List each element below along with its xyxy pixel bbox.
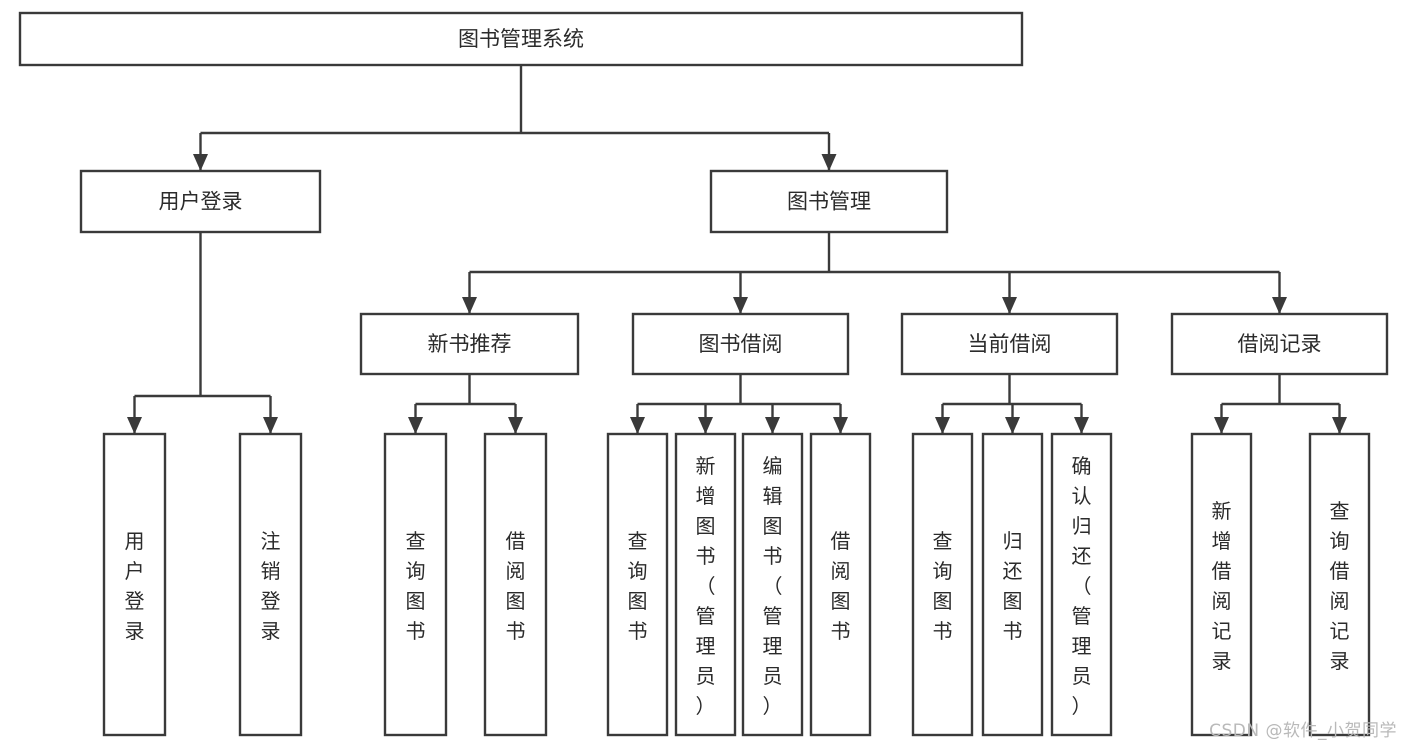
node-borrow-record[interactable]: 借阅记录 <box>1170 312 1389 376</box>
node-label-leaf-query-book-borrow: 查询图书 <box>628 529 648 643</box>
node-box-leaf-query-book-current[interactable] <box>911 432 974 737</box>
node-box-leaf-logout[interactable] <box>238 432 303 737</box>
node-label-leaf-query-book-recommend: 查询图书 <box>406 529 426 643</box>
node-box-leaf-user-login[interactable] <box>102 432 167 737</box>
arrow-head-icon <box>935 417 950 434</box>
node-leaf-confirm-return[interactable]: 确认归还（管理员） <box>1050 432 1113 737</box>
node-current-borrow[interactable]: 当前借阅 <box>900 312 1119 376</box>
arrow-head-icon <box>1074 417 1089 434</box>
node-box-root[interactable] <box>18 11 1024 67</box>
node-label-root: 图书管理系统 <box>458 27 584 51</box>
node-box-current-borrow[interactable] <box>900 312 1119 376</box>
node-label-book-borrow: 图书借阅 <box>699 332 783 356</box>
arrow-head-icon <box>1332 417 1347 434</box>
node-box-leaf-add-record[interactable] <box>1190 432 1253 737</box>
arrow-head-icon <box>630 417 645 434</box>
node-leaf-logout[interactable]: 注销登录 <box>238 432 303 737</box>
node-box-leaf-borrow-book[interactable] <box>809 432 872 737</box>
arrow-head-icon <box>833 417 848 434</box>
node-box-leaf-confirm-return[interactable] <box>1050 432 1113 737</box>
node-label-leaf-logout: 注销登录 <box>261 529 281 643</box>
arrow-head-icon <box>765 417 780 434</box>
arrow-head-icon <box>1214 417 1229 434</box>
node-leaf-add-record[interactable]: 新增借阅记录 <box>1190 432 1253 737</box>
node-leaf-user-login[interactable]: 用户登录 <box>102 432 167 737</box>
arrow-head-icon <box>462 297 477 314</box>
node-layer: 图书管理系统用户登录图书管理新书推荐图书借阅当前借阅借阅记录用户登录注销登录查询… <box>18 11 1389 737</box>
node-box-leaf-add-book[interactable] <box>674 432 737 737</box>
node-label-leaf-add-record: 新增借阅记录 <box>1212 499 1232 673</box>
arrow-head-icon <box>698 417 713 434</box>
node-leaf-return-book[interactable]: 归还图书 <box>981 432 1044 737</box>
connector-recommend-to-leaves <box>414 374 517 433</box>
node-label-new-book-recommend: 新书推荐 <box>428 332 512 356</box>
node-label-leaf-edit-book: 编辑图书（管理员） <box>763 454 783 718</box>
arrow-head-icon <box>263 417 278 434</box>
node-box-leaf-borrow-book-recommend[interactable] <box>483 432 548 737</box>
node-new-book-recommend[interactable]: 新书推荐 <box>359 312 580 376</box>
node-box-leaf-return-book[interactable] <box>981 432 1044 737</box>
node-label-leaf-query-record: 查询借阅记录 <box>1330 499 1350 673</box>
node-label-leaf-borrow-book: 借阅图书 <box>831 529 851 643</box>
arrow-head-icon <box>1005 417 1020 434</box>
node-user-login[interactable]: 用户登录 <box>79 169 322 234</box>
node-label-leaf-return-book: 归还图书 <box>1003 529 1023 643</box>
connector-borrow-to-leaves <box>636 374 842 433</box>
connector-root-to-level2 <box>199 65 831 170</box>
node-box-leaf-query-book-recommend[interactable] <box>383 432 448 737</box>
node-box-borrow-record[interactable] <box>1170 312 1389 376</box>
arrow-head-icon <box>127 417 142 434</box>
node-label-leaf-confirm-return: 确认归还（管理员） <box>1072 454 1092 718</box>
node-label-borrow-record: 借阅记录 <box>1238 332 1322 356</box>
node-book-management[interactable]: 图书管理 <box>709 169 949 234</box>
node-box-book-borrow[interactable] <box>631 312 850 376</box>
node-leaf-borrow-book-recommend[interactable]: 借阅图书 <box>483 432 548 737</box>
node-root[interactable]: 图书管理系统 <box>18 11 1024 67</box>
arrow-head-icon <box>1002 297 1017 314</box>
node-label-leaf-user-login: 用户登录 <box>125 529 145 643</box>
node-label-leaf-borrow-book-recommend: 借阅图书 <box>506 529 526 643</box>
connector-userlogin-to-leaves <box>133 232 272 433</box>
connector-bookmgmt-to-level3 <box>468 232 1281 313</box>
node-box-leaf-query-book-borrow[interactable] <box>606 432 669 737</box>
node-box-book-management[interactable] <box>709 169 949 234</box>
node-label-leaf-add-book: 新增图书（管理员） <box>696 454 716 718</box>
arrow-head-icon <box>408 417 423 434</box>
node-label-current-borrow: 当前借阅 <box>968 332 1052 356</box>
node-leaf-query-book-borrow[interactable]: 查询图书 <box>606 432 669 737</box>
node-label-user-login: 用户登录 <box>159 190 243 214</box>
node-box-user-login[interactable] <box>79 169 322 234</box>
node-leaf-query-book-current[interactable]: 查询图书 <box>911 432 974 737</box>
node-box-new-book-recommend[interactable] <box>359 312 580 376</box>
node-label-leaf-query-book-current: 查询图书 <box>933 529 953 643</box>
arrow-head-icon <box>508 417 523 434</box>
arrow-head-icon <box>1272 297 1287 314</box>
csdn-watermark: CSDN @软件_小贺同学 <box>1209 721 1397 741</box>
node-leaf-query-book-recommend[interactable]: 查询图书 <box>383 432 448 737</box>
connector-layer <box>127 65 1347 434</box>
node-leaf-edit-book[interactable]: 编辑图书（管理员） <box>741 432 804 737</box>
arrow-head-icon <box>733 297 748 314</box>
arrow-head-icon <box>821 154 837 171</box>
node-book-borrow[interactable]: 图书借阅 <box>631 312 850 376</box>
node-leaf-query-record[interactable]: 查询借阅记录 <box>1308 432 1371 737</box>
arrow-head-icon <box>193 154 208 171</box>
node-box-leaf-query-record[interactable] <box>1308 432 1371 737</box>
node-box-leaf-edit-book[interactable] <box>741 432 804 737</box>
node-leaf-add-book[interactable]: 新增图书（管理员） <box>674 432 737 737</box>
node-leaf-borrow-book[interactable]: 借阅图书 <box>809 432 872 737</box>
node-label-book-management: 图书管理 <box>787 190 871 214</box>
connector-record-to-leaves <box>1220 374 1341 433</box>
